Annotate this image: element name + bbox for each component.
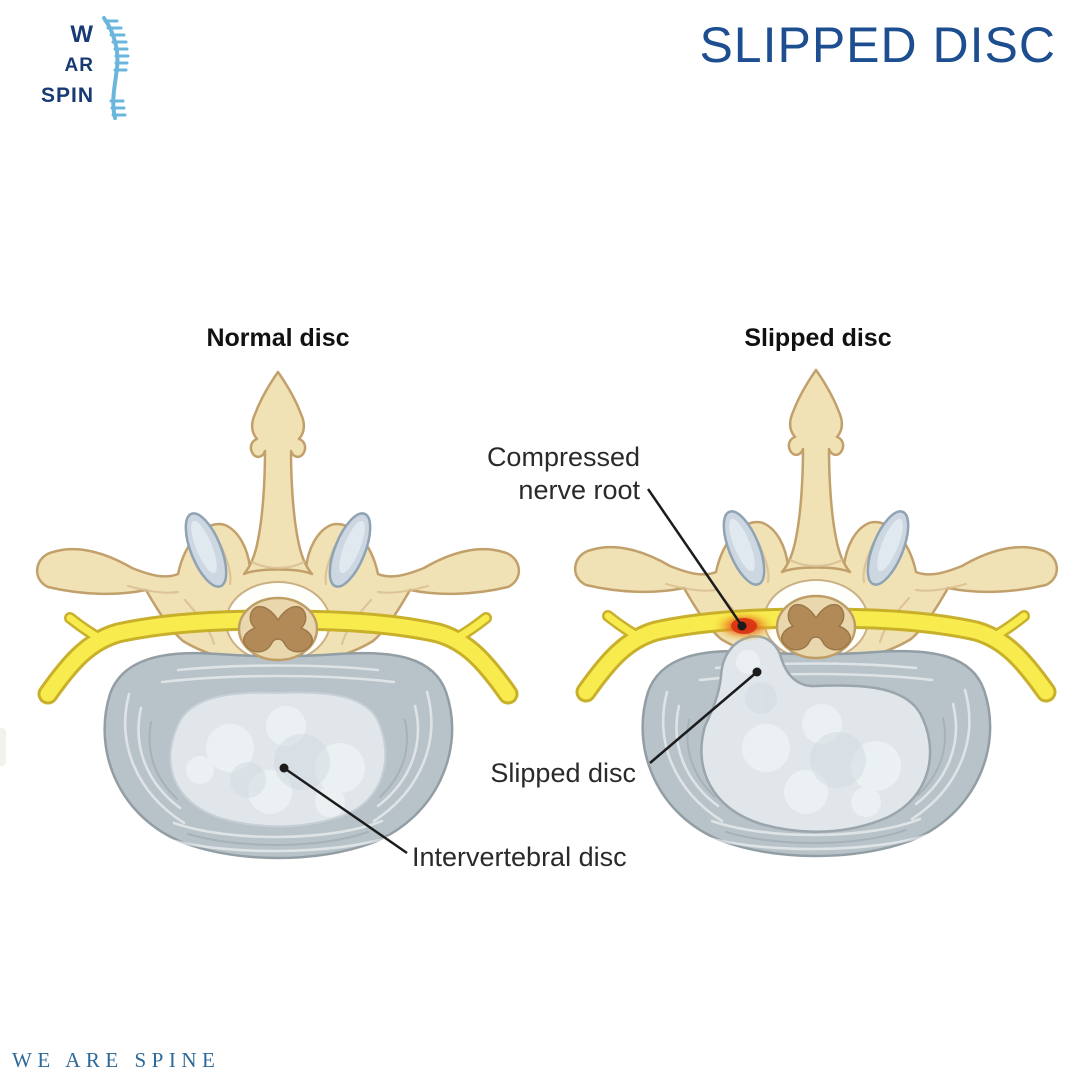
label-compressed-line1: Compressed [486, 442, 640, 472]
label-compressed-line2: nerve root [518, 475, 640, 505]
we-are-spine-logo: W AR SPIN [30, 16, 130, 120]
label-slipped-disc: Slipped disc [490, 758, 636, 788]
spine-icon [102, 16, 130, 120]
spine-icon-ribs [103, 19, 130, 117]
nucleus-pulposus-normal [169, 691, 387, 828]
intervertebral-disc-dot [279, 763, 289, 773]
label-compressed-nerve-root: Compressed nerve root [470, 441, 640, 507]
normal-disc-figure [35, 370, 521, 860]
page-title: SLIPPED DISC [699, 17, 1056, 73]
annotation-lines [279, 488, 762, 855]
slipped-disc-line [649, 671, 758, 764]
edge-artifact [0, 728, 6, 766]
spinal-cord [775, 594, 857, 660]
slipped-disc-figure [573, 368, 1059, 858]
intervertebral-disc-line [283, 766, 408, 855]
compressed-nerve-root-line [646, 488, 744, 627]
slipped-disc-dot [752, 667, 762, 677]
logo-word-we: W [70, 21, 94, 48]
footer-brand: WE ARE SPINE [12, 1048, 221, 1072]
logo-words: W AR SPIN [30, 16, 94, 107]
logo-word-are: AR [64, 55, 94, 77]
label-intervertebral-disc: Intervertebral disc [412, 842, 627, 872]
nucleus-pulposus-herniated [700, 635, 932, 833]
logo-word-spine: SPIN [40, 84, 94, 108]
spinal-cord [237, 596, 319, 662]
panel-title-slipped-disc: Slipped disc [744, 324, 892, 352]
compressed-nerve-root-dot [737, 621, 747, 631]
panel-title-normal-disc: Normal disc [206, 324, 350, 352]
